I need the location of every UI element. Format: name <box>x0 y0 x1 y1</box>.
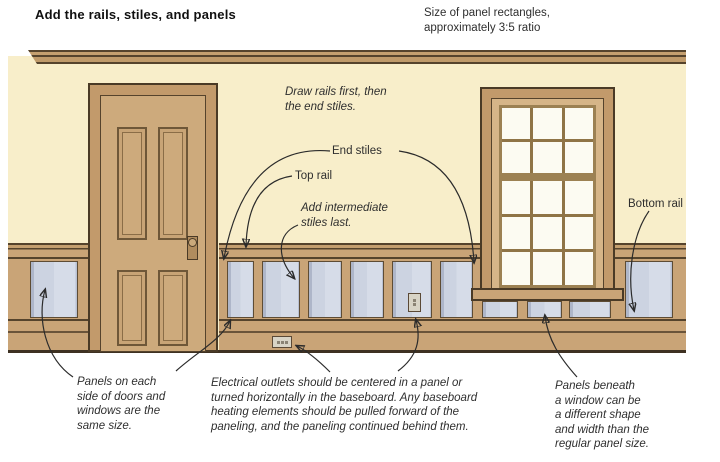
wainscot-panel <box>440 261 473 318</box>
window-pane <box>502 181 531 214</box>
crown-molding <box>28 50 686 64</box>
window-pane <box>564 252 593 285</box>
window-pane <box>533 252 562 285</box>
window-pane <box>564 216 593 250</box>
window-sill <box>471 288 624 301</box>
electrical-outlet-baseboard <box>272 336 292 348</box>
door-panel <box>117 127 147 240</box>
window-pane <box>564 142 593 173</box>
wainscot-panel <box>262 261 300 318</box>
window-pane <box>533 142 562 173</box>
window-pane <box>564 181 593 214</box>
callout-top-rail: Top rail <box>295 170 333 182</box>
window-upper-sash <box>499 105 596 176</box>
callout-intermediate-stiles: Add intermediate stiles last. <box>301 202 388 229</box>
bottom-rail-line-right <box>219 319 686 321</box>
wainscot-panel <box>350 261 384 318</box>
page-title: Add the rails, stiles, and panels <box>35 7 236 22</box>
window-pane <box>502 108 531 139</box>
panel-beneath-window <box>569 301 611 318</box>
window-pane <box>502 142 531 173</box>
callout-end-stiles: End stiles <box>332 145 382 157</box>
callout-draw-rails: Draw rails first, then the end stiles. <box>285 86 387 113</box>
window-pane <box>533 108 562 139</box>
door-knob <box>188 238 197 247</box>
window-pane <box>533 216 562 250</box>
wainscot-panel <box>625 261 673 318</box>
panel-beneath-window <box>482 301 518 318</box>
callout-electrical-outlets: Electrical outlets should be centered in… <box>211 377 478 433</box>
door <box>100 95 206 352</box>
window-pane <box>502 252 531 285</box>
wainscot-panel <box>30 261 78 318</box>
window-pane <box>564 108 593 139</box>
bottom-rail-line-left <box>8 319 88 321</box>
baseboard-line-right <box>219 331 686 333</box>
top-rail-right-segment <box>615 243 686 259</box>
window-pane <box>502 216 531 250</box>
wainscot-panel <box>308 261 342 318</box>
floor-line <box>8 350 686 353</box>
callout-panels-sides: Panels on each side of doors and windows… <box>77 376 166 432</box>
top-rail-left-segment <box>8 243 88 259</box>
size-ratio-note: Size of panel rectangles, approximately … <box>424 7 550 34</box>
door-panel <box>117 270 147 346</box>
door-panel <box>158 127 188 240</box>
callout-bottom-rail: Bottom rail <box>628 198 683 210</box>
baseboard-line-left <box>8 331 88 333</box>
wainscot-panel <box>227 261 254 318</box>
top-rail-middle-segment <box>219 243 480 259</box>
window-pane <box>533 181 562 214</box>
door-panel <box>158 270 188 346</box>
panel-beneath-window <box>527 301 562 318</box>
electrical-outlet-panel <box>408 293 421 312</box>
door-knob-plate <box>187 236 198 260</box>
callout-panels-beneath-window: Panels beneath a window can be a differe… <box>555 380 649 450</box>
window-lower-sash <box>499 176 596 288</box>
